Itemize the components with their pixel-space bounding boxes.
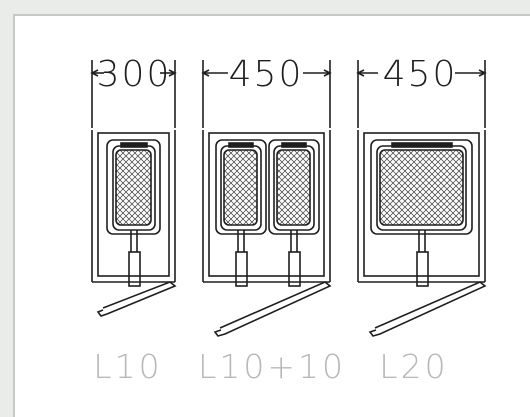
fryer-unit-l20	[356, 60, 487, 337]
width-label-l10-10: 450	[229, 54, 304, 95]
model-label-l10-10: L10+10	[198, 347, 346, 386]
width-label-l10: 300	[97, 54, 172, 95]
width-label-l20: 450	[383, 54, 458, 95]
fryer-unit-l10	[90, 60, 177, 317]
fryer-unit-l10-10	[201, 60, 332, 337]
model-label-l10: L10	[93, 347, 162, 386]
model-label-l20: L20	[379, 347, 448, 386]
